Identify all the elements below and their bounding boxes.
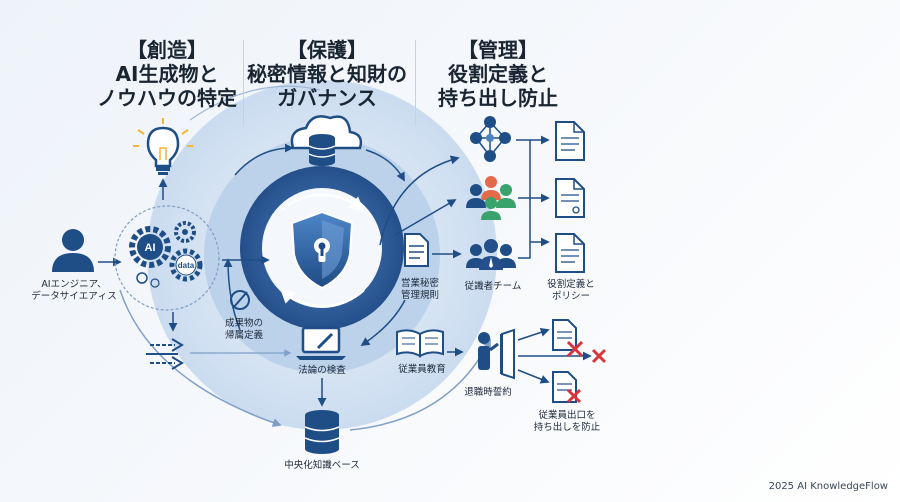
label-knowledge-base: 中央化知識ベース bbox=[284, 460, 360, 471]
flow-arc-top bbox=[189, 85, 321, 121]
label-trade-secret-line1: 営業秘密 bbox=[400, 278, 439, 289]
label-attribution-line2: 帰属定義 bbox=[224, 330, 263, 341]
flow-arrow-exit-1 bbox=[517, 328, 550, 341]
label-attribution: 成果物の 帰属定義 bbox=[214, 318, 274, 342]
column-divider-left bbox=[243, 40, 244, 126]
label-ai-engineer-line2: データサイエアィス bbox=[31, 291, 117, 302]
person-icon bbox=[52, 229, 94, 272]
label-role-policy-line1: 役割定義と bbox=[547, 279, 595, 290]
heading-protect: 【保護】 秘密情報と知財の ガバナンス bbox=[227, 38, 427, 110]
flow-arrow-exit-3 bbox=[517, 369, 550, 384]
label-retirement: 退職時誓約 bbox=[464, 387, 512, 398]
label-ai-engineer-line1: AIエンジニア、 bbox=[41, 279, 107, 290]
heading-create-line1: 【創造】 bbox=[127, 38, 207, 62]
laptop-review-icon bbox=[296, 326, 346, 360]
gear-ai-label: AI bbox=[145, 242, 156, 254]
ai-gear-icon bbox=[129, 226, 171, 268]
label-legal-review: 法論の検査 bbox=[298, 365, 346, 376]
document-icon-3 bbox=[555, 233, 585, 273]
coin-icon bbox=[136, 272, 160, 288]
heading-create: 【創造】 AI生成物と ノウハウの特定 bbox=[67, 38, 267, 110]
small-gear-icon bbox=[174, 221, 196, 243]
gear-cluster-ring bbox=[114, 205, 220, 311]
flow-arrow-core-to-network bbox=[379, 155, 460, 246]
label-ai-engineer: AIエンジニア、 データサイエアィス bbox=[22, 279, 126, 303]
label-trade-secret-line2: 管理規則 bbox=[400, 290, 439, 301]
label-role-policy-line2: ポリシー bbox=[551, 291, 590, 302]
flow-arrow-to-review bbox=[360, 299, 406, 346]
label-prevent-exit: 従業員出口を 持ち出しを防止 bbox=[528, 410, 606, 434]
red-x-icon bbox=[566, 388, 582, 404]
heading-manage-line1: 【管理】 bbox=[458, 38, 538, 62]
label-prevent-exit-line1: 従業員出口を bbox=[538, 410, 596, 421]
gear-data-label: data bbox=[178, 261, 195, 270]
flow-arrow-core-to-team bbox=[394, 199, 457, 236]
cycle-arrow-bottom bbox=[279, 287, 365, 308]
red-x-icon bbox=[566, 340, 584, 358]
column-divider-right bbox=[415, 40, 416, 126]
exit-door-icon bbox=[478, 328, 515, 380]
attribution-icon bbox=[230, 290, 250, 310]
red-x-icon bbox=[591, 348, 607, 364]
document-icon-2 bbox=[555, 178, 585, 218]
heading-protect-line1: 【保護】 bbox=[287, 38, 367, 62]
flow-arrow-to-kb bbox=[119, 289, 282, 427]
heading-create-line3: ノウハウの特定 bbox=[97, 86, 237, 110]
label-employee-edu: 従業員教育 bbox=[398, 364, 446, 375]
lightbulb-icon bbox=[133, 118, 193, 175]
trade-secret-doc-icon bbox=[404, 233, 429, 267]
document-icon-1 bbox=[555, 121, 585, 161]
book-icon bbox=[396, 329, 444, 358]
data-gear-icon bbox=[169, 248, 203, 282]
flow-arrow-cloud-right bbox=[365, 149, 405, 182]
network-icon bbox=[470, 116, 511, 162]
label-role-policy: 役割定義と ポリシー bbox=[540, 279, 602, 303]
heading-manage: 【管理】 役割定義と 持ち出し防止 bbox=[398, 38, 598, 110]
label-attribution-line1: 成果物の bbox=[224, 318, 263, 329]
bracket-line-low bbox=[518, 242, 531, 259]
label-prevent-exit-line2: 持ち出しを防止 bbox=[533, 422, 601, 433]
heading-manage-line3: 持ち出し防止 bbox=[438, 86, 558, 110]
team-group-icon bbox=[466, 176, 516, 220]
bracket-line bbox=[516, 139, 531, 242]
heading-protect-line3: ガバナンス bbox=[277, 86, 377, 110]
employee-team-icon bbox=[466, 239, 516, 270]
knowledge-base-icon bbox=[304, 410, 340, 454]
label-trade-secret: 営業秘密 管理規則 bbox=[392, 278, 448, 302]
heading-create-line2: AI生成物と bbox=[115, 62, 219, 86]
label-employee-team: 従識者チーム bbox=[464, 281, 522, 292]
data-flow-icon bbox=[146, 338, 184, 370]
cloud-database-icon bbox=[290, 115, 363, 166]
heading-protect-line2: 秘密情報と知財の bbox=[247, 62, 407, 86]
cycle-arrow-top bbox=[281, 193, 365, 212]
shield-lock-icon bbox=[290, 210, 354, 290]
heading-manage-line2: 役割定義と bbox=[448, 62, 548, 86]
footer-credit: 2025 AI KnowledgeFlow bbox=[768, 481, 888, 492]
flow-arrow-to-cloud bbox=[234, 143, 294, 176]
